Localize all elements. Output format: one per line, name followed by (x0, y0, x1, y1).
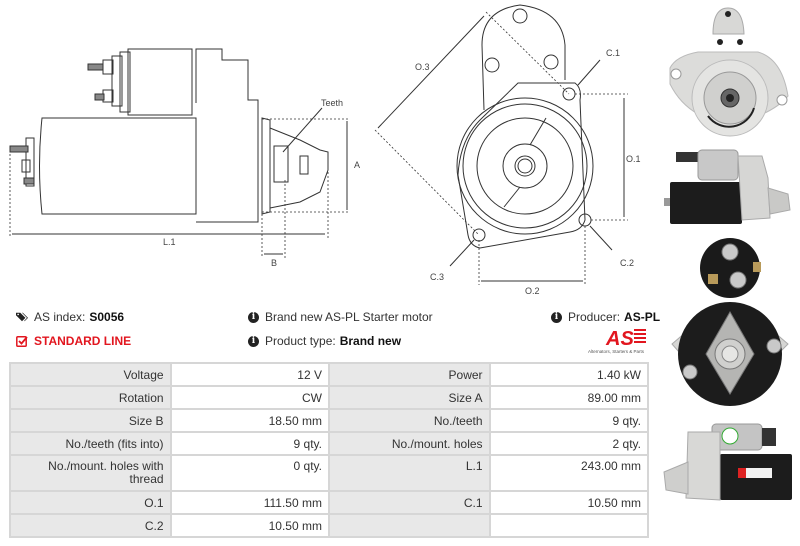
tags-icon (16, 312, 28, 322)
label-o3: O.3 (415, 62, 430, 72)
label-o1: O.1 (626, 154, 641, 164)
spec-key: No./mount. holes (327, 431, 491, 456)
product-type-value: Brand new (339, 334, 402, 348)
spec-value: 9 qty. (169, 431, 330, 456)
table-row: Voltage 12 V Power 1.40 kW (9, 362, 650, 387)
label-a: A (354, 160, 360, 170)
spec-value: CW (169, 385, 330, 410)
spec-value: 111.50 mm (169, 490, 330, 515)
spec-value: 243.00 mm (488, 454, 650, 492)
label-c1: C.1 (606, 48, 620, 58)
as-index-value: S0056 (89, 310, 125, 324)
svg-text:AS: AS (605, 328, 634, 348)
description-text: Brand new AS-PL Starter motor (265, 310, 433, 324)
spec-value: 1.40 kW (488, 362, 650, 387)
spec-key: L.1 (327, 454, 491, 492)
description-line: i Brand new AS-PL Starter motor (248, 310, 433, 324)
table-row: O.1 111.50 mm C.1 10.50 mm (9, 490, 650, 515)
as-index-line: AS index: S0056 (16, 310, 124, 324)
label-teeth: Teeth (321, 98, 343, 108)
spec-key: C.2 (9, 513, 172, 538)
table-row: No./mount. holes with thread 0 qty. L.1 … (9, 454, 650, 492)
producer-label: Producer: (568, 310, 621, 324)
spec-value: 12 V (169, 362, 330, 387)
as-pl-logo: AS (605, 328, 646, 348)
standard-line-label: STANDARD LINE (34, 334, 132, 348)
info-icon: i (248, 335, 259, 347)
spec-key: Voltage (9, 362, 172, 387)
table-row: C.2 10.50 mm (9, 513, 650, 538)
spec-value: 89.00 mm (488, 385, 650, 410)
spec-key: No./teeth (fits into) (9, 431, 172, 456)
label-c3: C.3 (430, 272, 444, 282)
spec-key (327, 513, 491, 538)
label-o2: O.2 (525, 286, 540, 296)
standard-line-badge: STANDARD LINE (16, 334, 131, 348)
logo-caption: Alternators, Starters & Parts (588, 349, 645, 354)
spec-key: O.1 (9, 490, 172, 515)
side-view-opposite-photo[interactable] (658, 420, 798, 510)
table-row: Rotation CW Size A 89.00 mm (9, 385, 650, 410)
spec-key: Power (327, 362, 491, 387)
product-type-label: Product type: (265, 334, 336, 348)
side-view-drawing: L.1 B A Teeth (9, 48, 360, 268)
label-b: B (271, 258, 277, 268)
spec-value: 10.50 mm (169, 513, 330, 538)
spec-key: C.1 (327, 490, 491, 515)
checkbox-checked-icon (16, 336, 28, 347)
producer-line: i Producer: AS-PL (551, 310, 660, 324)
spec-value: 18.50 mm (169, 408, 330, 433)
front-view-drawing: O.3 C.1 O.1 C.2 C.3 O.2 (374, 4, 641, 296)
spec-key: No./mount. holes with thread (9, 454, 172, 492)
spec-key: No./teeth (327, 408, 491, 433)
spec-value (488, 513, 650, 538)
table-row: Size B 18.50 mm No./teeth 9 qty. (9, 408, 650, 433)
info-icon: i (551, 311, 562, 323)
spec-value: 9 qty. (488, 408, 650, 433)
spec-key: Rotation (9, 385, 172, 410)
label-l1: L.1 (163, 237, 176, 247)
spec-table: Voltage 12 V Power 1.40 kW Rotation CW S… (9, 362, 650, 538)
product-type-line: i Product type: Brand new (248, 334, 401, 348)
spec-key: Size B (9, 408, 172, 433)
front-flange-photo[interactable] (658, 4, 798, 138)
label-c2: C.2 (620, 258, 634, 268)
table-row: No./teeth (fits into) 9 qty. No./mount. … (9, 431, 650, 456)
producer-value: AS-PL (624, 310, 661, 324)
spec-value: 2 qty. (488, 431, 650, 456)
info-icon: i (248, 311, 259, 323)
as-index-label: AS index: (34, 310, 86, 324)
spec-value: 0 qty. (169, 454, 330, 492)
spec-value: 10.50 mm (488, 490, 650, 515)
spec-key: Size A (327, 385, 491, 410)
side-view-photo[interactable] (658, 148, 798, 228)
rear-view-photo[interactable] (658, 236, 798, 414)
